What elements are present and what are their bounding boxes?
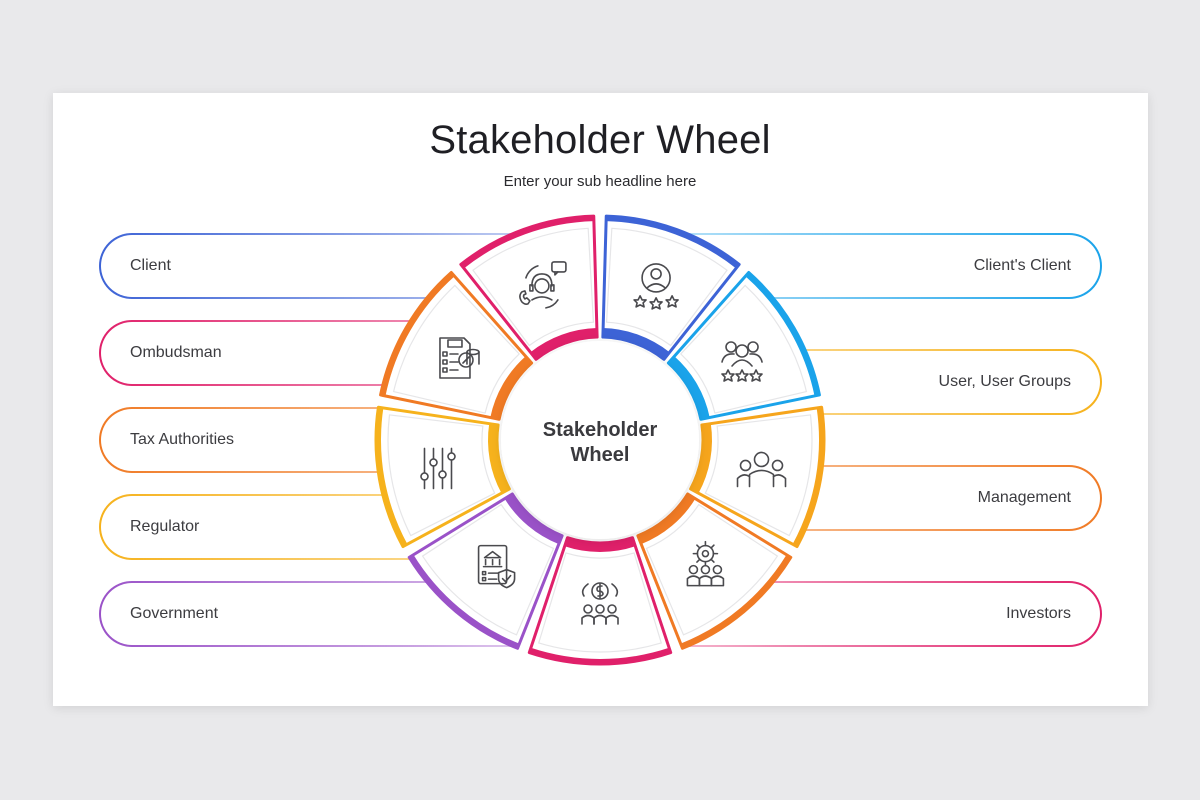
segment-inner-outline: [387, 414, 496, 537]
wheel-segment[interactable]: [459, 214, 599, 361]
stakeholder-label: User, User Groups: [938, 373, 1071, 390]
segment-inner-band: [564, 538, 636, 552]
regulator-sliders-icon: [420, 447, 456, 490]
segment-outer-band: [529, 647, 671, 664]
segment-inner-band: [691, 423, 712, 494]
user-rating-icon: [633, 263, 679, 310]
stakeholder-label: Government: [130, 605, 219, 622]
stakeholder-label: Ombudsman: [130, 344, 222, 361]
stakeholder-label: Tax Authorities: [130, 431, 235, 448]
wheel-segment[interactable]: [636, 492, 793, 650]
stakeholder-wheel: Stakeholder Wheel: [374, 214, 826, 666]
segment-outer-band: [606, 216, 740, 269]
segment-outer-band: [380, 272, 455, 396]
wheel-segment[interactable]: [666, 270, 821, 421]
segment-inner-band: [638, 494, 696, 545]
stakeholder-label: Regulator: [130, 518, 200, 535]
investor-group-icon: [581, 582, 619, 625]
wheel-segment[interactable]: [601, 214, 741, 361]
segment-inner-outline: [679, 284, 808, 414]
segment-outer-band: [376, 407, 408, 547]
segment-inner-band: [490, 356, 531, 420]
segment-outer-band: [460, 216, 594, 269]
segment-outer-band: [792, 407, 824, 547]
segment-outer-band: [745, 272, 820, 396]
wheel-segment[interactable]: [689, 405, 826, 549]
team-rating-icon: [721, 341, 763, 382]
segment-outer-band: [680, 554, 791, 649]
segment-inner-outline: [605, 227, 728, 347]
segment-inner-outline: [472, 227, 595, 347]
segment-outer-band: [409, 554, 520, 649]
wheel-segment[interactable]: [407, 492, 564, 650]
wheel-segment[interactable]: [374, 405, 511, 549]
user-group-icon: [736, 451, 787, 488]
segment-inner-outline: [645, 503, 779, 636]
stakeholder-label: Management: [977, 489, 1071, 506]
segment-inner-outline: [392, 284, 521, 414]
government-document-icon: [477, 544, 516, 589]
segment-inner-outline: [421, 503, 555, 636]
page-title: Stakeholder Wheel: [429, 118, 771, 162]
wheel-center: Stakeholder Wheel: [501, 341, 699, 539]
page-subtitle: Enter your sub headline here: [503, 173, 697, 190]
segment-inner-band: [530, 328, 598, 359]
segment-inner-outline: [537, 552, 663, 653]
management-gear-icon: [686, 540, 725, 587]
wheel-segment[interactable]: [379, 270, 534, 421]
segment-inner-band: [602, 328, 670, 359]
stakeholder-label: Client's Client: [973, 257, 1071, 274]
ombudsman-support-icon: [519, 261, 567, 309]
wheel-segment[interactable]: [527, 536, 673, 666]
stakeholder-label: Client: [130, 257, 171, 274]
segment-inner-band: [488, 423, 509, 494]
stakeholder-label: Investors: [1006, 605, 1071, 622]
tax-document-icon: [439, 337, 480, 379]
segment-inner-band: [504, 494, 562, 545]
segment-inner-outline: [704, 414, 813, 537]
center-label-line1: Stakeholder: [543, 419, 658, 441]
center-label-line2: Wheel: [571, 444, 630, 466]
segment-inner-band: [669, 356, 710, 420]
